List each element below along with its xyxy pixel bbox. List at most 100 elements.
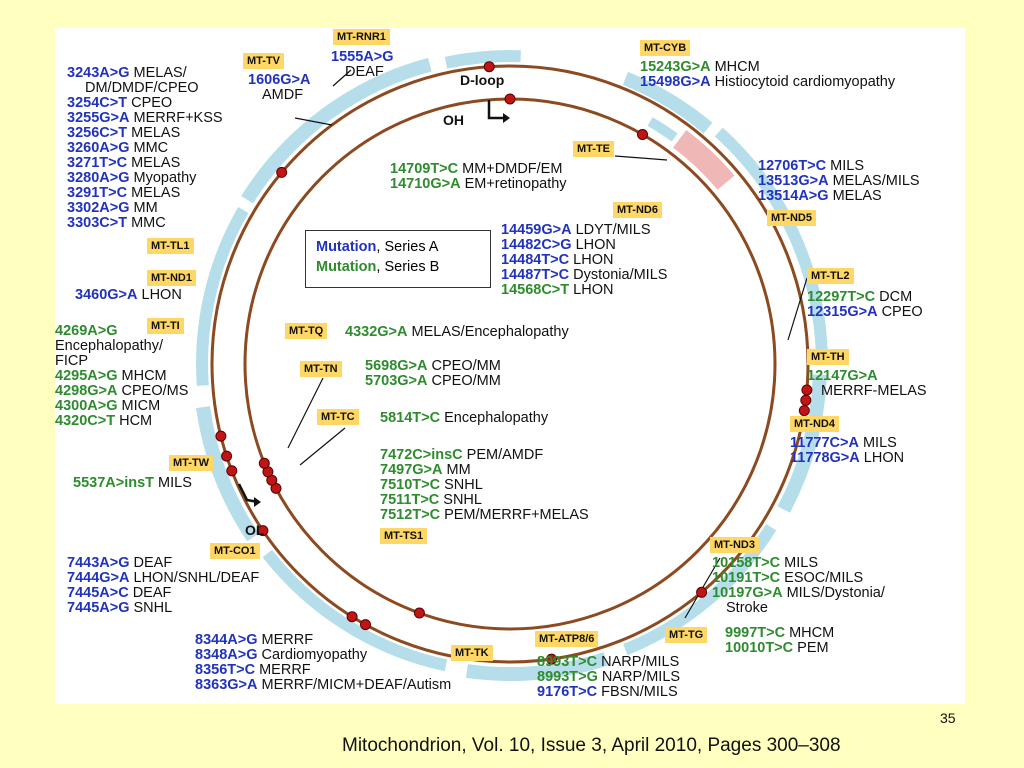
mutation-marker: [504, 93, 516, 105]
mutation-phenotype: SNHL: [440, 477, 483, 493]
mutation-phenotype: MM: [442, 462, 471, 478]
mutation-marker: [276, 166, 288, 178]
mutation-phenotype: CPEO/MM: [427, 358, 501, 374]
gene-label-mt-tq: MT-TQ: [285, 323, 328, 339]
mutation-code: 15243G>A: [640, 59, 711, 75]
gene-label-mt-ti: MT-TI: [147, 318, 184, 334]
mutation-marker: [257, 525, 269, 537]
mutation-phenotype: LHON/SNHL/DEAF: [129, 570, 260, 586]
mutation-code: 10197G>A: [712, 585, 783, 601]
mutation-phenotype: LHON: [137, 287, 182, 303]
mutation-phenotype: DEAF: [129, 555, 173, 571]
mutation-code: 13513G>A: [758, 173, 829, 189]
oh-label: OH: [443, 112, 464, 128]
gene-band-segment: [196, 406, 259, 542]
mutation-code: 4332G>A: [345, 324, 408, 340]
mutation-phenotype: MELAS: [127, 125, 181, 141]
mutation-code: 9176T>C: [537, 684, 598, 700]
mutation-phenotype: DEAF: [128, 585, 172, 601]
mutation-phenotype: DM/DMDF/CPEO: [85, 80, 199, 96]
gene-band-segment: [262, 549, 448, 672]
mutation-phenotype: ESOC/MILS: [780, 570, 864, 586]
mutation-marker: [696, 586, 708, 598]
mutation-code: 8356T>C: [195, 662, 256, 678]
mutation-phenotype: MERRF-MELAS: [821, 383, 927, 399]
mutation-code: 4269A>G: [55, 323, 118, 339]
gene-band-segment: [196, 207, 249, 386]
mutation-code: 14482C>G: [501, 237, 572, 253]
mutation-note: DEAF: [345, 64, 384, 80]
mutation-code: 7512T>C: [380, 507, 441, 523]
mutation-phenotype: MMC: [127, 215, 166, 231]
mutation-phenotype: CPEO/MS: [117, 383, 189, 399]
mutation-code: 3243A>G: [67, 65, 130, 81]
mutation-phenotype: LHON: [571, 237, 616, 253]
mutation-phenotype: MMC: [129, 140, 169, 156]
mutation-code: 7511T>C: [380, 492, 440, 508]
mutation-code: 5698G>A: [365, 358, 428, 374]
mutation-phenotype: MERRF: [257, 632, 314, 648]
mutation-phenotype: MELAS/: [129, 65, 187, 81]
mutation-phenotype: Encephalopathy/: [55, 338, 164, 354]
mutation-code: 13514A>G: [758, 188, 829, 204]
mutation-code: 5537A>insT: [73, 475, 155, 491]
mutation-marker: [798, 405, 810, 417]
mutation-phenotype: DCM: [875, 289, 913, 305]
mutation-phenotype: SNHL: [129, 600, 173, 616]
mutation-code: 3280A>G: [67, 170, 130, 186]
mutation-marker: [801, 384, 813, 396]
mutation-phenotype: MICM: [117, 398, 161, 414]
gene-band-segment: [444, 50, 521, 69]
mutation-phenotype: Histiocytoid cardiomyopathy: [710, 74, 896, 90]
gene-band-segment: [714, 127, 828, 354]
gene-label-mt-atp86: MT-ATP8/6: [535, 631, 599, 647]
mutation-phenotype: MILS: [826, 158, 864, 174]
gene-label-mt-co1: MT-CO1: [210, 543, 260, 559]
mutation-code: 14487T>C: [501, 267, 570, 283]
mutation-code: 12315G>A: [807, 304, 878, 320]
mutations-mt-ti: 4269A>G Encephalopathy/ FICP 4295A>G MHC…: [55, 324, 188, 429]
legend-series-b-word: Mutation: [316, 259, 377, 275]
mutation-code: 7443A>G: [67, 555, 130, 571]
mutation-phenotype: MELAS: [127, 155, 181, 171]
mutation-code: 7445A>G: [67, 600, 130, 616]
gene-band-segment: [465, 652, 608, 681]
mutations-mt-co1: 7443A>G DEAF 7444G>A LHON/SNHL/DEAF 7445…: [67, 556, 259, 616]
mutations-mt-cyb: 15243G>A MHCM 15498G>A Histiocytoid card…: [640, 60, 895, 90]
mutation-marker: [221, 450, 233, 462]
mutation-code: 3302A>G: [67, 200, 130, 216]
mutation-code: 8344A>G: [195, 632, 258, 648]
gene-label-mt-tc: MT-TC: [317, 409, 359, 425]
gene-label-mt-tl2: MT-TL2: [807, 268, 854, 284]
mutation-phenotype: MILS: [858, 435, 897, 451]
mutation-code: 9997T>C: [725, 625, 786, 641]
mutation-phenotype: MELAS/Encephalopathy: [407, 324, 569, 340]
mutation-code: 12706T>C: [758, 158, 827, 174]
mutation-marker: [346, 611, 358, 623]
mutations-mt-tk: 8344A>G MERRF 8348A>G Cardiomyopathy 835…: [195, 633, 451, 693]
mutation-code: 7444G>A: [67, 570, 130, 586]
mutation-code: 3303C>T: [67, 215, 128, 231]
gene-label-mt-ts1: MT-TS1: [380, 528, 428, 544]
mutation-code: 4300A>G: [55, 398, 118, 414]
gene-band-segment: [241, 57, 432, 204]
mutations-mt-atp86: 8993T>C NARP/MILS 8993T>G NARP/MILS 9176…: [537, 655, 680, 700]
mutations-mt-tc: 5814T>C Encephalopathy: [380, 411, 548, 426]
mutation-code: 3260A>G: [67, 140, 130, 156]
mutations-mt-nd1: 3460G>A LHON: [75, 288, 182, 303]
mutation-phenotype: MILS/Dystonia/: [782, 585, 885, 601]
mutation-phenotype: MHCM: [710, 59, 760, 75]
mutation-code: 3271T>C: [67, 155, 128, 171]
mutations-mt-tw: 5537A>insT MILS: [73, 476, 192, 491]
mutation-phenotype: LHON: [859, 450, 905, 466]
mutation-code: 10158T>C: [712, 555, 781, 571]
mutations-mt-te: 14709T>C MM+DMDF/EM 14710G>A EM+retinopa…: [390, 162, 567, 192]
mutation-phenotype: MM+DMDF/EM: [458, 161, 563, 177]
mutations-mt-nd5: 12706T>C MILS 13513G>A MELAS/MILS 13514A…: [758, 159, 920, 204]
gene-label-mt-nd1: MT-ND1: [147, 270, 196, 286]
leader-line: [294, 117, 333, 126]
mutation-marker: [546, 653, 557, 665]
mutation-marker: [483, 61, 495, 73]
mutation-note: AMDF: [262, 87, 304, 103]
gene-band-segment: [622, 71, 713, 134]
